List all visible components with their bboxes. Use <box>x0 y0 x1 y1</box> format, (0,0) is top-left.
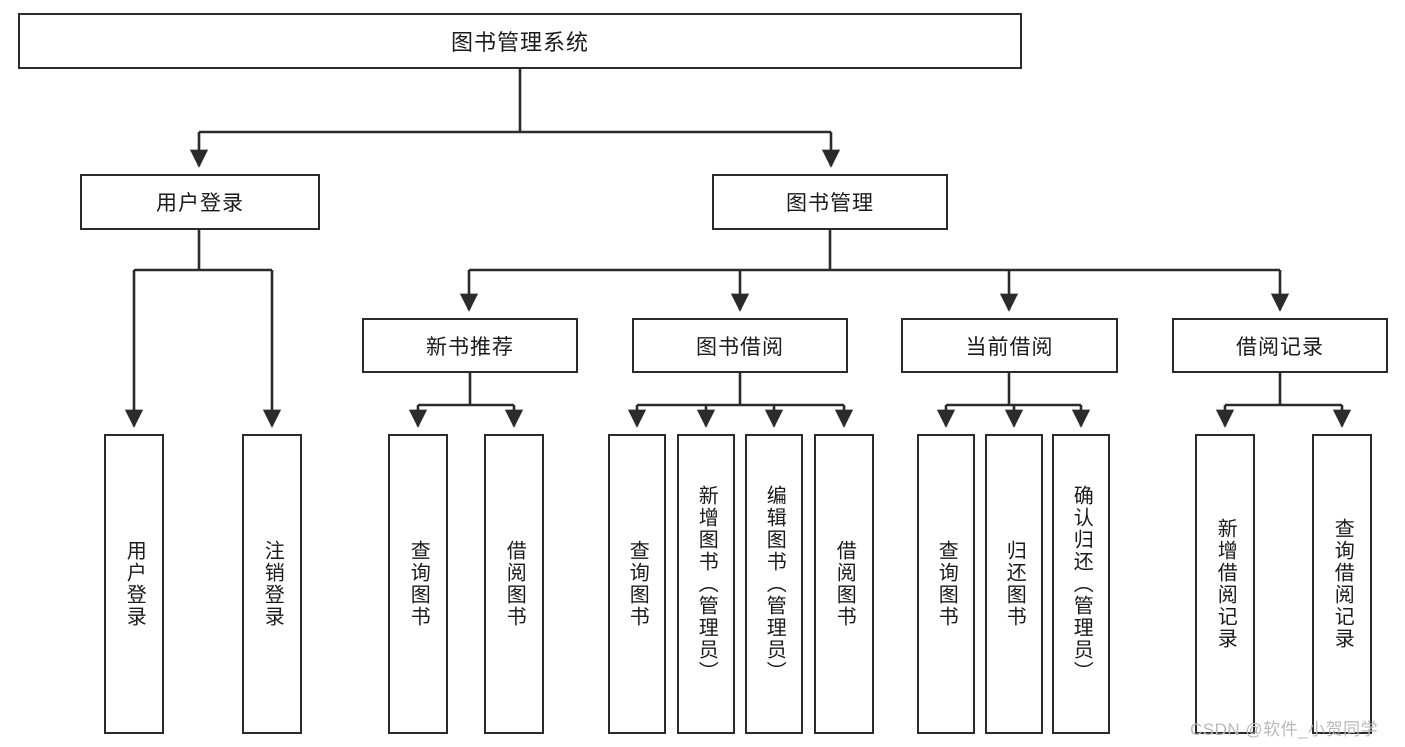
node-book-manage[interactable]: 图书管理 <box>712 174 948 230</box>
node-leaf-confirm-return-admin[interactable]: 确认归还（管理员） <box>1052 434 1110 734</box>
node-leaf-user-logout[interactable]: 注销登录 <box>242 434 302 734</box>
node-leaf-borrow-book-2[interactable]: 借阅图书 <box>814 434 874 734</box>
node-leaf-return-book-label: 归还图书 <box>1003 540 1026 628</box>
node-borrow-record-label: 借阅记录 <box>1236 335 1324 359</box>
node-leaf-query-book-3[interactable]: 查询图书 <box>917 434 975 734</box>
node-leaf-edit-book-admin-label: 编辑图书（管理员） <box>763 485 786 683</box>
node-leaf-user-login-label: 用户登录 <box>123 540 146 628</box>
node-current-borrow-label: 当前借阅 <box>965 335 1054 359</box>
node-book-borrow[interactable]: 图书借阅 <box>632 318 848 373</box>
node-leaf-add-borrow-record-label: 新增借阅记录 <box>1214 518 1237 650</box>
node-book-borrow-label: 图书借阅 <box>696 335 784 359</box>
node-borrow-record[interactable]: 借阅记录 <box>1172 318 1388 373</box>
node-leaf-borrow-book-2-label: 借阅图书 <box>833 540 856 628</box>
node-leaf-borrow-book-1-label: 借阅图书 <box>503 540 526 628</box>
node-leaf-add-book-admin[interactable]: 新增图书（管理员） <box>677 434 735 734</box>
node-leaf-query-book-2[interactable]: 查询图书 <box>608 434 666 734</box>
node-root-label: 图书管理系统 <box>450 30 589 55</box>
node-leaf-confirm-return-admin-label: 确认归还（管理员） <box>1070 485 1093 683</box>
node-leaf-user-logout-label: 注销登录 <box>261 540 284 628</box>
node-user-login[interactable]: 用户登录 <box>80 174 320 230</box>
node-book-manage-label: 图书管理 <box>786 192 874 215</box>
node-new-book-recommend-label: 新书推荐 <box>426 335 514 359</box>
node-leaf-query-book-1-label: 查询图书 <box>407 540 430 628</box>
node-new-book-recommend[interactable]: 新书推荐 <box>362 318 578 373</box>
node-leaf-query-borrow-record[interactable]: 查询借阅记录 <box>1312 434 1372 734</box>
node-leaf-add-book-admin-label: 新增图书（管理员） <box>695 485 718 683</box>
node-leaf-user-login[interactable]: 用户登录 <box>104 434 164 734</box>
node-leaf-query-book-1[interactable]: 查询图书 <box>388 434 448 734</box>
node-current-borrow[interactable]: 当前借阅 <box>901 318 1118 373</box>
node-leaf-return-book[interactable]: 归还图书 <box>985 434 1043 734</box>
node-leaf-edit-book-admin[interactable]: 编辑图书（管理员） <box>745 434 803 734</box>
node-leaf-query-book-2-label: 查询图书 <box>626 540 649 628</box>
node-user-login-label: 用户登录 <box>156 192 244 215</box>
node-leaf-borrow-book-1[interactable]: 借阅图书 <box>484 434 544 734</box>
node-leaf-query-borrow-record-label: 查询借阅记录 <box>1331 518 1354 650</box>
node-root[interactable]: 图书管理系统 <box>18 13 1022 69</box>
node-leaf-add-borrow-record[interactable]: 新增借阅记录 <box>1195 434 1255 734</box>
node-leaf-query-book-3-label: 查询图书 <box>935 540 958 628</box>
